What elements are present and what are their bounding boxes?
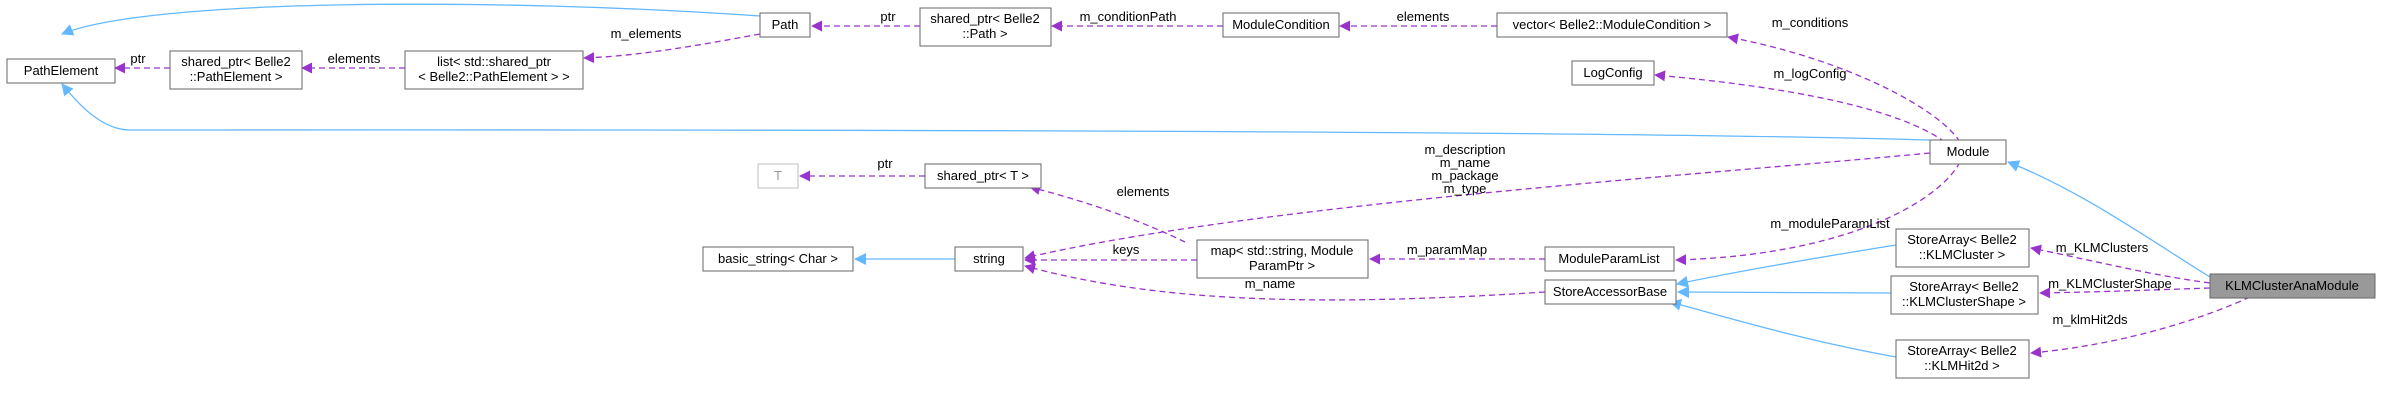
edge-map-elements — [1029, 184, 1186, 243]
edge-label-ptr: ptr — [877, 156, 893, 171]
node-klm-cluster-ana-module[interactable]: KLMClusterAnaModule — [2209, 273, 2376, 299]
svg-text:Path: Path — [772, 17, 799, 32]
svg-text:ParamPtr >: ParamPtr > — [1249, 258, 1315, 273]
svg-text:shared_ptr< T >: shared_ptr< T > — [937, 168, 1029, 183]
edge-module-inherits-path-element — [61, 83, 1931, 141]
edge-path-inherits-path-element — [61, 3, 761, 36]
edge-label-m-description: m_description — [1425, 142, 1506, 157]
edge-accessor-m-name — [1024, 263, 1546, 301]
node-path-element[interactable]: PathElement — [6, 58, 116, 84]
svg-text:::KLMHit2d >: ::KLMHit2d > — [1924, 358, 2000, 373]
edge-label-m-name: m_name — [1440, 155, 1491, 170]
edge-label-elements: elements — [1397, 9, 1450, 24]
node-map-param[interactable]: map< std::string, Module ParamPtr > — [1196, 239, 1369, 279]
node-list-shared-ptr[interactable]: list< std::shared_ptr < Belle2::PathElem… — [404, 50, 584, 90]
node-store-array-klm-cluster-shape[interactable]: StoreArray< Belle2 ::KLMClusterShape > — [1890, 275, 2039, 315]
node-store-array-klm-hit2d[interactable]: StoreArray< Belle2 ::KLMHit2d > — [1895, 339, 2030, 379]
svg-text:StoreArray< Belle2: StoreArray< Belle2 — [1907, 232, 2016, 247]
svg-text:::Path >: ::Path > — [962, 26, 1007, 41]
node-path[interactable]: Path — [759, 12, 811, 38]
svg-text:map< std::string, Module: map< std::string, Module — [1211, 243, 1354, 258]
node-module-param-list[interactable]: ModuleParamList — [1544, 246, 1675, 272]
edge-label-keys: keys — [1113, 242, 1140, 257]
svg-text:StoreArray< Belle2: StoreArray< Belle2 — [1907, 343, 2016, 358]
svg-text:ModuleCondition: ModuleCondition — [1232, 17, 1330, 32]
svg-text:vector< Belle2::ModuleConditio: vector< Belle2::ModuleCondition > — [1513, 17, 1712, 32]
node-basic-string[interactable]: basic_string< Char > — [702, 246, 854, 272]
svg-text:Module: Module — [1947, 144, 1990, 159]
edge-label-m-param-map: m_paramMap — [1407, 242, 1487, 257]
edge-store-shape-inherits-accessor — [1677, 286, 1892, 299]
svg-text:KLMClusterAnaModule: KLMClusterAnaModule — [2225, 278, 2359, 293]
svg-text:shared_ptr< Belle2: shared_ptr< Belle2 — [181, 54, 291, 69]
node-module[interactable]: Module — [1929, 139, 2007, 165]
edge-store-hit-inherits-accessor — [1669, 298, 1897, 358]
edge-module-conditions — [1727, 33, 1961, 143]
edges — [61, 3, 2251, 358]
svg-text:ModuleParamList: ModuleParamList — [1558, 251, 1660, 266]
edge-label-elements: elements — [328, 51, 381, 66]
edge-ana-klm-cluster-shape — [2039, 287, 2211, 299]
edge-module-log-config — [1654, 70, 1946, 143]
edge-label-m-klm-clusters: m_KLMClusters — [2056, 240, 2149, 255]
svg-text:StoreArray< Belle2: StoreArray< Belle2 — [1909, 279, 2018, 294]
edge-label-elements: elements — [1117, 184, 1170, 199]
edge-path-m-elements — [583, 33, 761, 64]
node-shared-ptr-t[interactable]: shared_ptr< T > — [924, 163, 1042, 189]
svg-text:string: string — [973, 251, 1005, 266]
edge-labels: ptr elements m_elements ptr m_conditionP… — [130, 9, 2171, 327]
edge-ana-klm-clusters — [2030, 244, 2211, 284]
edge-label-m-module-param-list: m_moduleParamList — [1770, 216, 1890, 231]
node-vector-module-condition[interactable]: vector< Belle2::ModuleCondition > — [1496, 12, 1728, 38]
edge-ana-klm-hit2ds — [2030, 296, 2251, 358]
edge-label-m-klm-hit2ds: m_klmHit2ds — [2052, 312, 2128, 327]
node-log-config[interactable]: LogConfig — [1571, 60, 1655, 86]
edge-label-ptr: ptr — [880, 9, 896, 24]
edge-label-m-condition-path: m_conditionPath — [1080, 9, 1177, 24]
svg-text:LogConfig: LogConfig — [1583, 65, 1642, 80]
edge-store-cluster-inherits-accessor — [1676, 244, 1897, 288]
svg-text:::KLMClusterShape >: ::KLMClusterShape > — [1902, 294, 2026, 309]
svg-text:T: T — [774, 168, 782, 183]
svg-text:::PathElement >: ::PathElement > — [190, 69, 283, 84]
node-module-condition[interactable]: ModuleCondition — [1222, 12, 1340, 38]
svg-text:PathElement: PathElement — [24, 63, 99, 78]
svg-text:::KLMCluster >: ::KLMCluster > — [1919, 247, 2005, 262]
node-t[interactable]: T — [757, 163, 799, 189]
edge-label-m-log-config: m_logConfig — [1774, 66, 1847, 81]
node-shared-ptr-path-element[interactable]: shared_ptr< Belle2 ::PathElement > — [169, 50, 303, 90]
edge-label-m-package: m_package — [1431, 168, 1498, 183]
svg-text:list< std::shared_ptr: list< std::shared_ptr — [437, 54, 551, 69]
node-store-accessor-base[interactable]: StoreAccessorBase — [1544, 279, 1677, 305]
svg-text:shared_ptr< Belle2: shared_ptr< Belle2 — [930, 11, 1040, 26]
svg-text:basic_string< Char >: basic_string< Char > — [718, 251, 838, 266]
edge-label-m-name: m_name — [1245, 276, 1296, 291]
edge-module-strings — [1024, 152, 1931, 262]
edge-module-param-list — [1675, 161, 1961, 266]
svg-text:< Belle2::PathElement > >: < Belle2::PathElement > > — [418, 69, 569, 84]
edge-label-m-elements: m_elements — [611, 26, 682, 41]
node-shared-ptr-path[interactable]: shared_ptr< Belle2 ::Path > — [919, 7, 1052, 47]
edge-label-m-conditions: m_conditions — [1772, 15, 1849, 30]
node-store-array-klm-cluster[interactable]: StoreArray< Belle2 ::KLMCluster > — [1895, 228, 2030, 268]
edge-label-m-type: m_type — [1444, 181, 1487, 196]
edge-label-ptr: ptr — [130, 51, 146, 66]
node-string[interactable]: string — [954, 246, 1024, 272]
svg-text:StoreAccessorBase: StoreAccessorBase — [1553, 284, 1667, 299]
edge-label-m-klm-cluster-shape: m_KLMClusterShape — [2048, 276, 2172, 291]
edge-ana-inherits-module — [2007, 160, 2211, 278]
